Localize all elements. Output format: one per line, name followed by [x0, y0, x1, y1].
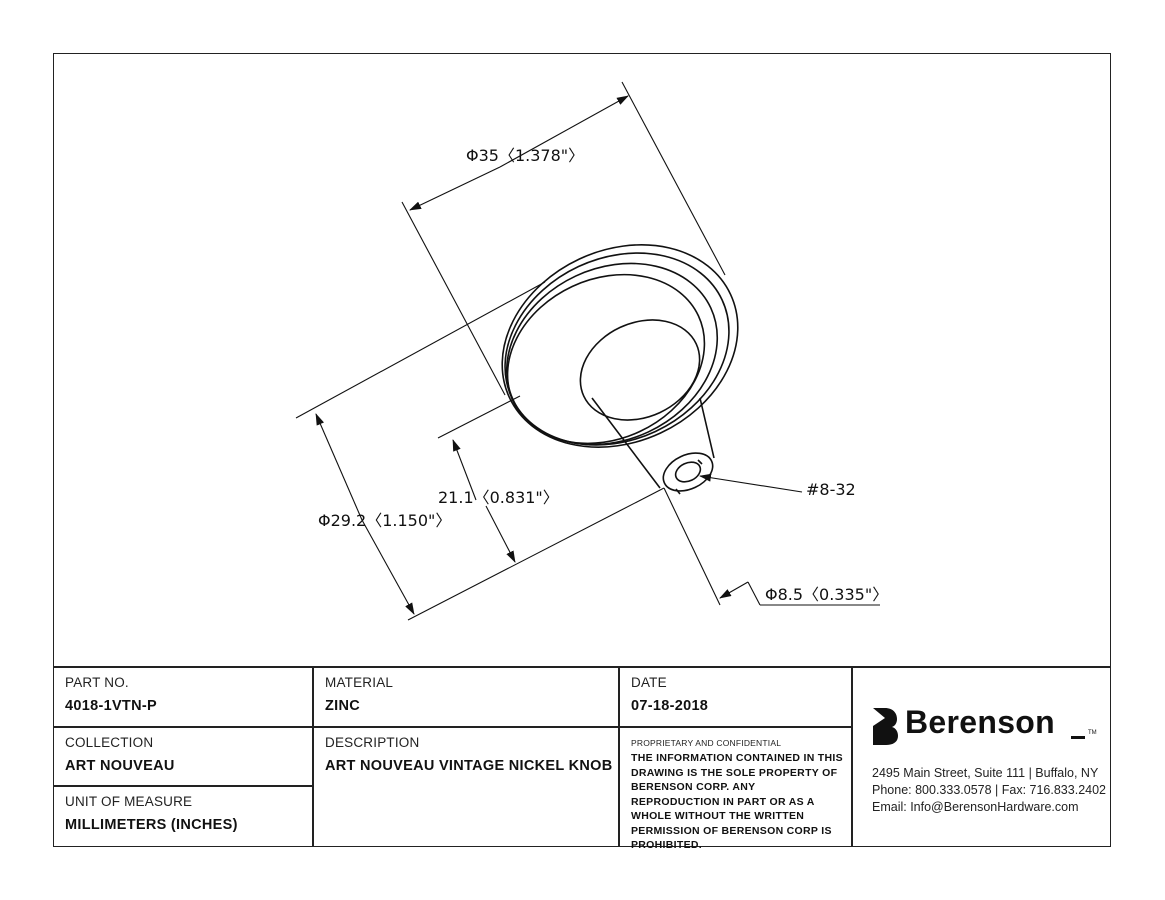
- part-no-label: PART NO.: [65, 675, 129, 690]
- title-block: PART NO. 4018-1VTN-P MATERIAL ZINC DATE …: [53, 666, 1111, 851]
- confidential-cell: PROPRIETARY AND CONFIDENTIAL THE INFORMA…: [619, 666, 851, 851]
- dim-label-base-diameter: Φ29.2〈1.150"〉: [318, 511, 451, 530]
- rim-ring-2: [504, 252, 730, 446]
- divider-2: [618, 666, 620, 847]
- dim-label-height: 21.1〈0.831"〉: [438, 488, 559, 507]
- dim-label-outer-diameter: Φ35〈1.378"〉: [466, 146, 584, 165]
- company-logo: Berenson TM: [871, 702, 1101, 746]
- collection-label: COLLECTION: [65, 735, 154, 750]
- material-value: ZINC: [325, 698, 361, 714]
- rim-ring-4: [506, 273, 706, 445]
- dim-label-thread: #8-32: [806, 480, 856, 499]
- knob-outline: [501, 244, 739, 495]
- confidential-text: THE INFORMATION CONTAINED IN THIS DRAWIN…: [631, 752, 843, 851]
- dim-label-tip-diameter: Φ8.5〈0.335"〉: [765, 585, 888, 604]
- collar-ring: [579, 319, 701, 421]
- company-address: 2495 Main Street, Suite 111 | Buffalo, N…: [872, 766, 1099, 780]
- tip-face: [662, 452, 714, 492]
- dim-line-tip: [719, 581, 749, 599]
- part-no-value: 4018-1VTN-P: [65, 698, 157, 714]
- logo-underline: [1071, 736, 1085, 739]
- tip-hole: [674, 461, 702, 483]
- unit-value: MILLIMETERS (INCHES): [65, 817, 238, 833]
- collection-value: ART NOUVEAU: [65, 758, 175, 774]
- unit-label: UNIT OF MEASURE: [65, 794, 193, 809]
- material-label: MATERIAL: [325, 675, 394, 690]
- ext-line-height-top: [437, 395, 521, 439]
- drawing-sheet: [53, 53, 1111, 847]
- dim-line-base-a: [315, 413, 363, 521]
- ext-line-base-bot: [407, 487, 665, 621]
- company-phone-fax: Phone: 800.333.0578 | Fax: 716.833.2402: [872, 783, 1106, 797]
- description-value: ART NOUVEAU VINTAGE NICKEL KNOB: [325, 758, 613, 774]
- leader-tip: [747, 581, 761, 606]
- logo-mark-icon: [873, 708, 898, 745]
- divider-3: [851, 666, 853, 847]
- confidential-heading: PROPRIETARY AND CONFIDENTIAL: [631, 738, 782, 748]
- dimension-lines: [295, 81, 880, 621]
- ext-line-od-right: [621, 81, 726, 276]
- dim-line-od-b: [409, 166, 501, 211]
- row-divider-1: [53, 726, 851, 728]
- ext-line-tip: [663, 487, 721, 606]
- leader-thread: [699, 473, 803, 493]
- trademark-symbol: TM: [1088, 730, 1097, 736]
- tip-notch: [675, 459, 703, 495]
- dim-line-od: [499, 95, 629, 168]
- dim-line-height-b: [485, 505, 516, 563]
- description-cell: DESCRIPTION ART NOUVEAU VINTAGE NICKEL K…: [313, 727, 618, 847]
- divider-1: [312, 666, 314, 847]
- date-cell: DATE 07-18-2018: [619, 666, 851, 726]
- ext-line-od-left: [401, 201, 506, 396]
- unit-cell: UNIT OF MEASURE MILLIMETERS (INCHES): [53, 786, 312, 847]
- dim-line-height-a: [452, 439, 477, 501]
- collection-cell: COLLECTION ART NOUVEAU: [53, 727, 312, 785]
- date-value: 07-18-2018: [631, 698, 709, 714]
- cone-body: [591, 397, 715, 489]
- rim-ring-outer: [501, 244, 739, 448]
- company-email: Email: Info@BerensonHardware.com: [872, 800, 1079, 814]
- title-block-top-border: [53, 666, 1111, 668]
- company-name: Berenson: [905, 704, 1055, 740]
- part-no-cell: PART NO. 4018-1VTN-P: [53, 666, 312, 726]
- ext-line-base-top: [295, 281, 546, 419]
- row-divider-2: [53, 785, 312, 787]
- material-cell: MATERIAL ZINC: [313, 666, 618, 726]
- dim-line-base-b: [361, 519, 415, 615]
- description-label: DESCRIPTION: [325, 735, 420, 750]
- date-label: DATE: [631, 675, 667, 690]
